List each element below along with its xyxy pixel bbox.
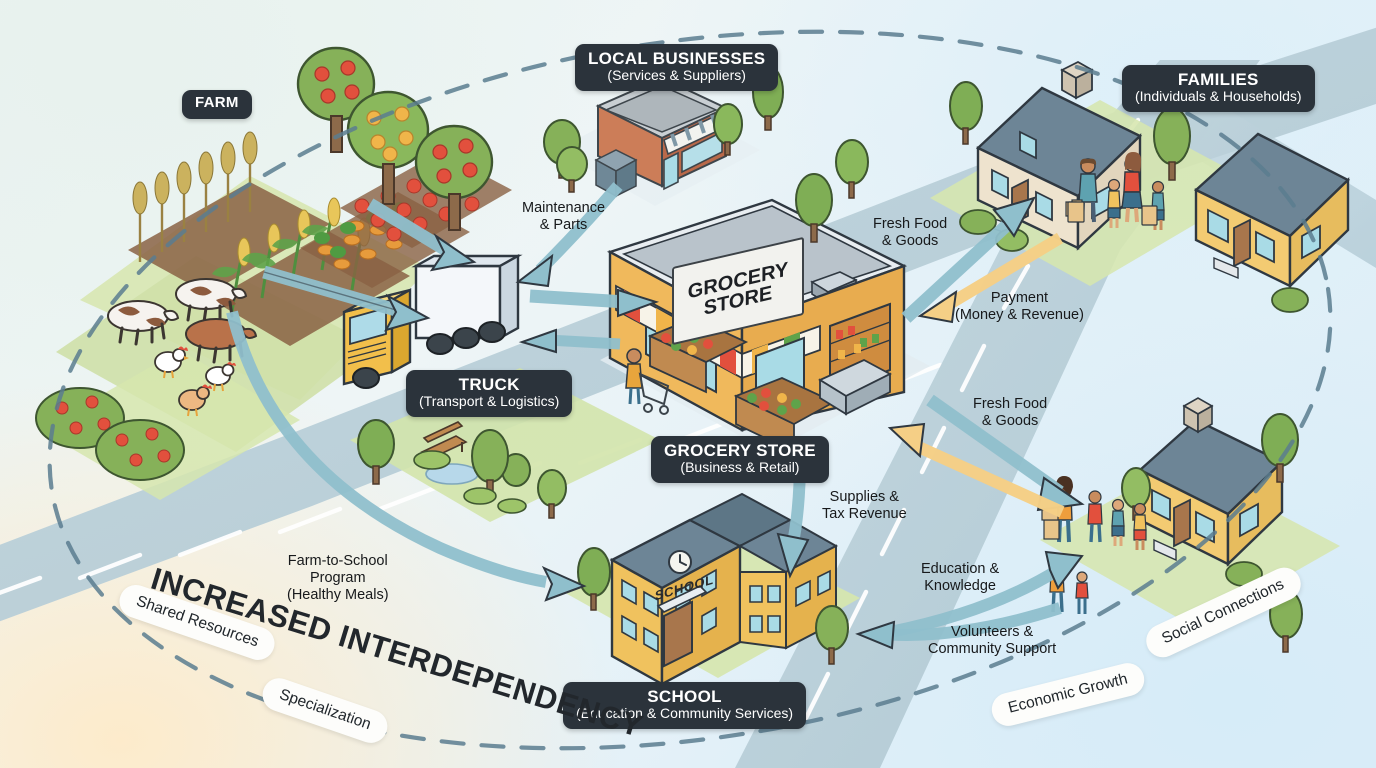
flow-farm-to-school-line2: Program	[309, 569, 366, 586]
flow-education-line2: Knowledge	[924, 577, 996, 594]
flow-farm-to-school-line3: (Healthy Meals)	[287, 586, 389, 603]
node-title-school: SCHOOL	[647, 687, 722, 706]
flow-supplies-tax-line1: Supplies &	[829, 489, 899, 505]
node-label-grocery-store[interactable]: GROCERY STORE (Business & Retail)	[651, 436, 829, 483]
flow-farm-to-school-line1: Farm-to-School	[287, 553, 388, 569]
flow-volunteers-line2: Community Support	[928, 640, 1057, 657]
flow-label-fresh-food-upper: Fresh Food & Goods	[873, 216, 947, 250]
flow-volunteers-line1: Volunteers &	[950, 624, 1034, 640]
flow-label-payment: Payment (Money & Revenue)	[955, 290, 1084, 324]
grocery-store-building	[606, 198, 908, 454]
house-right-yellow	[1193, 132, 1351, 313]
flow-maintenance-line2: & Parts	[539, 216, 588, 233]
node-title-truck: TRUCK	[458, 375, 520, 394]
flow-fresh-food-1-line2: & Goods	[881, 232, 939, 249]
node-label-truck[interactable]: TRUCK (Transport & Logistics)	[406, 370, 573, 417]
flow-education-line1: Education &	[921, 561, 1000, 577]
node-title-grocery-store: GROCERY STORE	[664, 441, 816, 460]
node-title-families: FAMILIES	[1177, 70, 1259, 89]
flow-maintenance-line1: Maintenance	[522, 200, 606, 216]
node-subtitle-families: (Individuals & Households)	[1135, 88, 1302, 105]
family-group-upper	[1065, 152, 1165, 230]
flow-payment-line1: Payment	[990, 290, 1049, 306]
house-lower-right	[1137, 397, 1285, 587]
node-label-local-businesses[interactable]: LOCAL BUSINESSES (Services & Suppliers)	[575, 44, 779, 91]
school-building	[609, 492, 839, 687]
flow-fresh-food-1-line1: Fresh Food	[873, 216, 948, 232]
shopper-with-cart	[625, 348, 670, 415]
flow-label-farm-to-school: Farm-to-School Program (Healthy Meals)	[287, 553, 389, 603]
node-label-school[interactable]: SCHOOL (Education & Community Services)	[563, 682, 807, 729]
node-subtitle-school: (Education & Community Services)	[576, 705, 794, 722]
node-subtitle-truck: (Transport & Logistics)	[419, 393, 560, 410]
flow-label-fresh-food-lower: Fresh Food & Goods	[973, 396, 1047, 430]
node-label-families[interactable]: FAMILIES (Individuals & Households)	[1122, 65, 1315, 112]
flow-label-education: Education & Knowledge	[921, 561, 999, 595]
local-business-building	[594, 76, 729, 198]
fruit-trees	[296, 46, 494, 231]
flow-fresh-food-2-line1: Fresh Food	[973, 396, 1048, 412]
node-label-farm[interactable]: FARM	[182, 90, 252, 119]
node-subtitle-local-businesses: (Services & Suppliers)	[607, 67, 746, 84]
decorative-trees-grocery	[795, 139, 869, 243]
chicken-group	[154, 346, 236, 417]
decorative-trees-school	[577, 547, 849, 665]
flow-payment-line2: (Money & Revenue)	[955, 306, 1084, 323]
farm-illustration	[35, 46, 512, 481]
node-subtitle-grocery-store: (Business & Retail)	[680, 459, 800, 476]
flow-fresh-food-2-line2: & Goods	[981, 412, 1039, 429]
node-title-farm: FARM	[195, 94, 239, 111]
flow-supplies-tax-line2: Tax Revenue	[822, 505, 907, 522]
house-upper-right	[959, 60, 1143, 252]
node-title-local-businesses: LOCAL BUSINESSES	[588, 49, 766, 68]
orchard-bushes	[35, 387, 185, 481]
flow-arrows	[226, 182, 1085, 650]
park-illustration	[357, 419, 567, 519]
flow-label-supplies-tax: Supplies & Tax Revenue	[822, 489, 907, 523]
flow-label-volunteers: Volunteers & Community Support	[928, 624, 1056, 658]
flow-label-maintenance: Maintenance & Parts	[522, 200, 605, 234]
